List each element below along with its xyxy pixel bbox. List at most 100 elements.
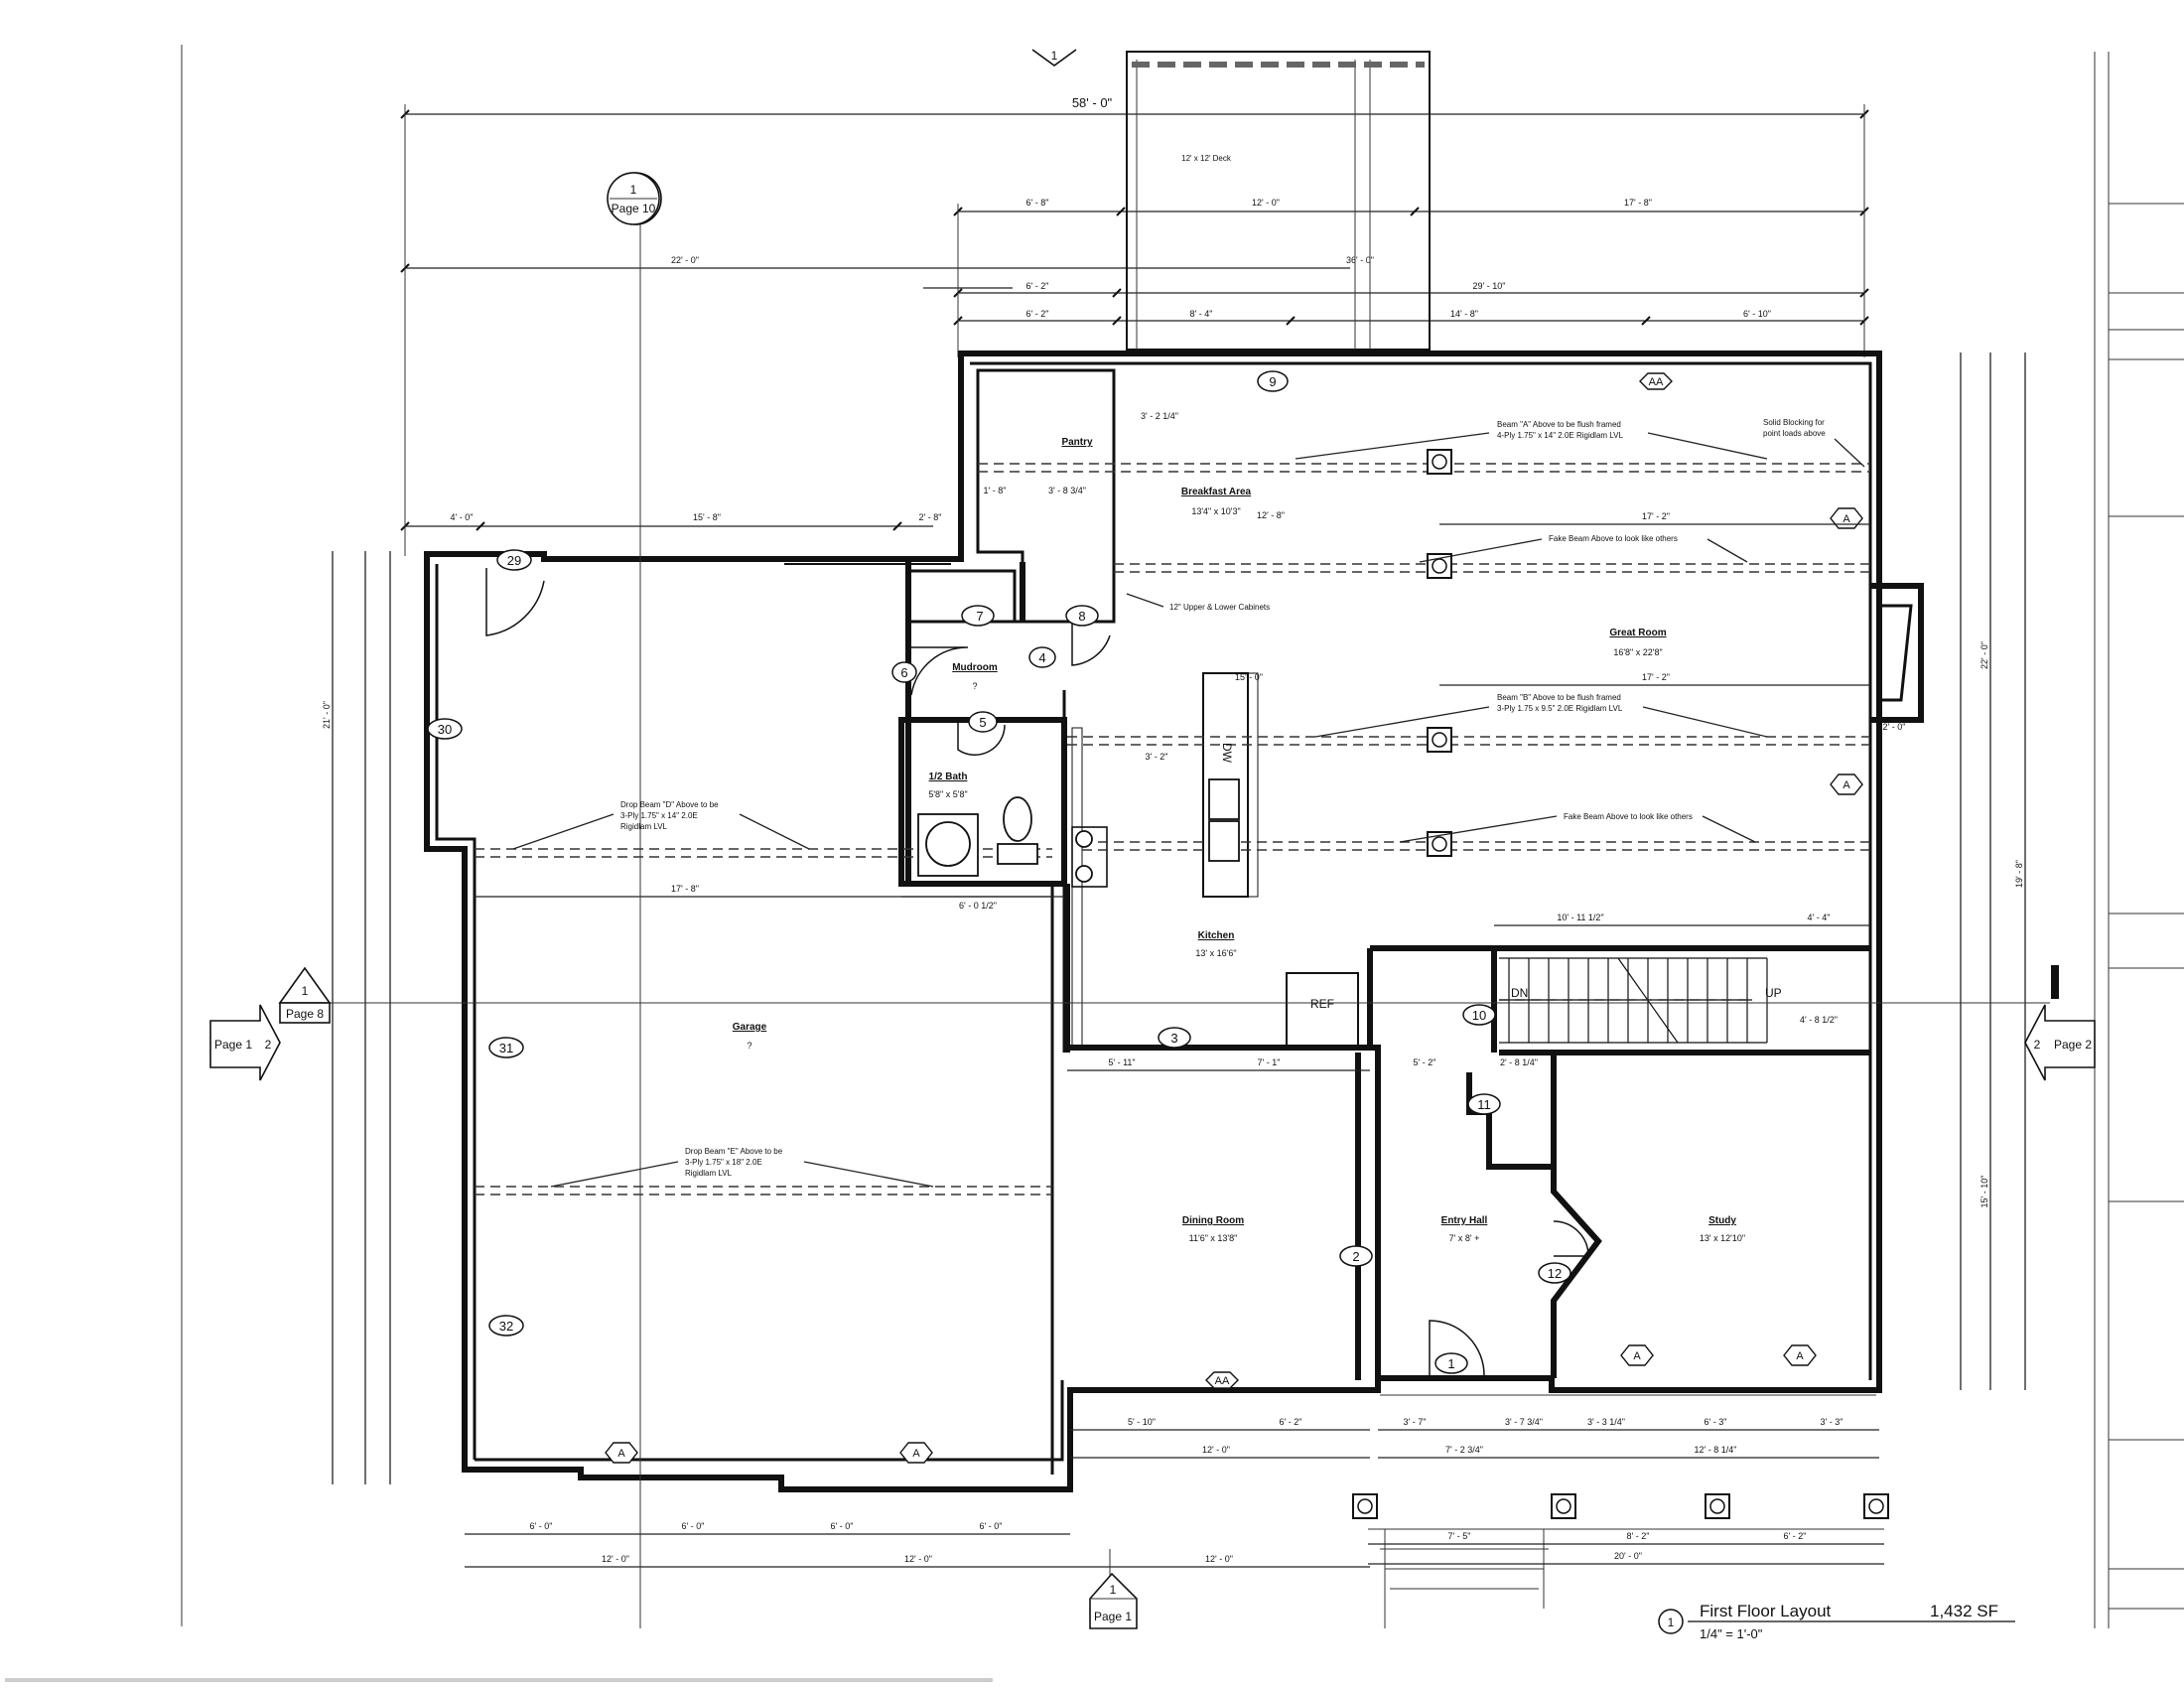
room-study: Study — [1708, 1215, 1736, 1226]
window-tag-a-label: A — [1796, 1350, 1804, 1362]
toilet-icon — [1003, 796, 1032, 842]
kitchen-sink-icon — [1208, 820, 1240, 862]
note-cabinets: 12" Upper & Lower Cabinets — [1169, 603, 1270, 612]
room-dining-size: 11'6" x 13'8" — [1189, 1233, 1238, 1243]
door-tag-9 — [1257, 370, 1289, 392]
door-tag-1 — [1434, 1352, 1468, 1374]
dim-fireplace: 2' - 0" — [1883, 722, 1906, 732]
sheet-ref-page-1-bottom[interactable]: 1 Page 1 — [1089, 1572, 1138, 1629]
room-great-room-size: 16'8" x 22'8" — [1613, 647, 1662, 657]
door-tag-11-label: 11 — [1477, 1097, 1491, 1112]
door-tag-31 — [488, 1037, 524, 1058]
note-solid-blocking-1: Solid Blocking for — [1763, 418, 1825, 427]
dim-porch-d: 20' - 0" — [1614, 1551, 1642, 1561]
note-drop-beam-d-3: Rigidlam LVL — [620, 822, 668, 831]
dim-bottom-h: 3' - 3" — [1821, 1417, 1843, 1427]
dim-bottom-d: 3' - 7" — [1404, 1417, 1427, 1427]
section-marker-icon — [1031, 49, 1077, 67]
note-beam-b-2: 3-Ply 1.75 x 9.5" 2.0E Rigidlam LVL — [1497, 704, 1623, 713]
refrigerator-label: REF — [1310, 997, 1334, 1011]
dim-garage-bot-g: 12' - 0" — [1205, 1554, 1233, 1564]
deck-label: 12' x 12' Deck — [1181, 154, 1232, 163]
dim-stair-a: 10' - 11 1/2" — [1557, 913, 1603, 922]
sheet-ref-page-1-left[interactable]: Page 1 2 — [209, 1004, 281, 1081]
dim-garage-bot-f: 12' - 0" — [904, 1554, 932, 1564]
dim-bottom-a: 5' - 10" — [1128, 1417, 1156, 1427]
window-tag-a — [1783, 1344, 1817, 1366]
sheet-ref-page: Page 1 — [214, 1038, 252, 1052]
room-garage-size: ? — [747, 1041, 751, 1051]
dim-pantry-b: 3' - 8 3/4" — [1048, 486, 1086, 495]
door-tag-30-label: 30 — [438, 722, 452, 737]
top-dimension-text: 58' - 0" 22' - 0" 36' - 0" 6' - 8" 12' -… — [451, 95, 1771, 522]
dim-row3-d: 6' - 10" — [1743, 309, 1771, 319]
dim-garage-bot-a: 6' - 0" — [530, 1521, 553, 1531]
room-dining: Dining Room — [1182, 1215, 1244, 1226]
post-icon — [1868, 1498, 1884, 1514]
sheet-ref-page: Page 1 — [1094, 1610, 1132, 1623]
door-tag-29-label: 29 — [507, 553, 521, 568]
dim-porch-c: 6' - 2" — [1784, 1531, 1807, 1541]
door-tag-2 — [1339, 1245, 1373, 1267]
dim-bottom-e: 3' - 7 3/4" — [1505, 1417, 1543, 1427]
sheet-ref-page-10[interactable]: 1 Page 10 — [607, 172, 662, 225]
stairs: DN UP — [1499, 957, 1782, 1044]
door-tag-11 — [1467, 1093, 1501, 1115]
note-fake-beam-1: Fake Beam Above to look like others — [1549, 534, 1678, 543]
sheet-ref-num: 2 — [265, 1038, 272, 1052]
interior-dimensions: 17' - 8" 6' - 0 1/2" 1' - 8" 3' - 8 3/4"… — [475, 411, 1906, 1071]
window-tag-aa-label: AA — [1215, 1375, 1230, 1387]
dim-dining-b: 7' - 1" — [1258, 1057, 1281, 1067]
door-tag-6-label: 6 — [900, 665, 907, 680]
dim-bottom-c: 12' - 0" — [1202, 1445, 1230, 1455]
window-tag-a — [605, 1442, 638, 1464]
dim-deck-center: 12' - 0" — [1252, 198, 1280, 208]
stair-up-label: UP — [1765, 986, 1782, 1000]
post-icon — [1709, 1498, 1725, 1514]
dim-side-d: 15' - 10" — [1979, 1176, 1989, 1208]
sheet-ref-page: Page 2 — [2054, 1038, 2092, 1052]
note-drop-beam-e-1: Drop Beam "E" Above to be — [685, 1147, 783, 1156]
room-mudroom: Mudroom — [952, 662, 998, 673]
room-labels: Pantry Breakfast Area 13'4" x 10'3" Grea… — [733, 437, 1745, 1243]
dim-breakfast-depth: 12' - 8" — [1257, 510, 1285, 520]
door-swing-icon — [1429, 1320, 1485, 1376]
post-icon — [1432, 732, 1447, 748]
dim-bottom-g: 6' - 3" — [1705, 1417, 1727, 1427]
room-entry-hall-size: 7' x 8' + — [1449, 1233, 1480, 1243]
dim-garage-bot-e: 12' - 0" — [602, 1554, 629, 1564]
title-circle-icon — [1658, 1609, 1684, 1634]
dim-deck-right: 17' - 8" — [1624, 198, 1652, 208]
room-study-size: 13' x 12'10" — [1700, 1233, 1745, 1243]
sheet-border — [5, 45, 2184, 1682]
note-solid-blocking-2: point loads above — [1763, 429, 1826, 438]
door-swing-icon — [485, 568, 545, 636]
door-tag-32-label: 32 — [499, 1319, 513, 1334]
door-swing-icon — [957, 720, 1006, 757]
interior-walls — [898, 368, 1924, 1475]
dim-garage-bot-c: 6' - 0" — [831, 1521, 854, 1531]
window-tag-aa — [1205, 1371, 1239, 1389]
window-tag-a-label: A — [1843, 513, 1850, 525]
dim-garage-width: 17' - 8" — [671, 884, 699, 894]
sheet-ref-page-8[interactable]: 1 Page 8 — [278, 966, 332, 1024]
door-swing-icon — [910, 646, 969, 696]
room-great-room: Great Room — [1609, 628, 1666, 638]
door-tag-5 — [968, 711, 998, 733]
deck: 12' x 12' Deck 1 — [1031, 49, 1431, 351]
window-tag-a-label: A — [1843, 779, 1850, 791]
dim-great-room-a: 17' - 2" — [1642, 511, 1670, 521]
door-tag-2-label: 2 — [1352, 1249, 1359, 1264]
drawing-title-text: First Floor Layout — [1700, 1602, 1832, 1620]
sheet-ref-page-2[interactable]: Page 2 2 — [2024, 1004, 2096, 1081]
note-beam-a-2: 4-Ply 1.75" x 14" 2.0E Rigidlam LVL — [1497, 431, 1623, 440]
stair-down-label: DN — [1511, 986, 1528, 1000]
drawing-title: 1 First Floor Layout 1,432 SF 1/4" = 1'-… — [1658, 1602, 2015, 1641]
door-tag-10 — [1462, 1004, 1496, 1026]
door-tag-10-label: 10 — [1472, 1008, 1486, 1023]
post-icon — [1432, 454, 1447, 470]
dim-entry-b: 2' - 8 1/4" — [1500, 1057, 1538, 1067]
door-tag-8 — [1065, 605, 1099, 627]
dim-kitchen-island: 15' - 0" — [1235, 672, 1263, 682]
window-tag-a — [1830, 507, 1863, 529]
